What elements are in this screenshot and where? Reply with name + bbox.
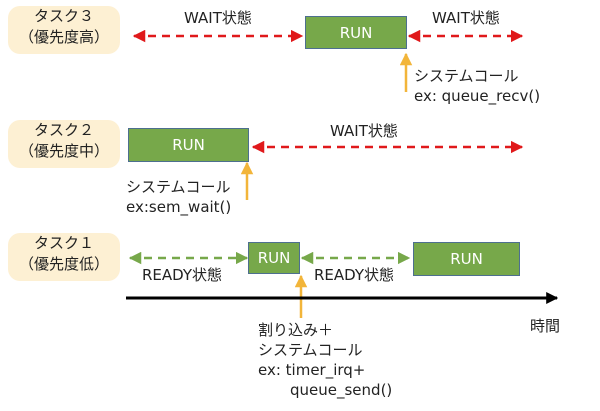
task2-syscall-line-2: ex:sem_wait(): [126, 198, 232, 216]
task1-interrupt-line-3: ex: timer_irq+: [258, 361, 366, 379]
task2-label: タスク２ （優先度中）: [8, 120, 120, 168]
task1-name: タスク１: [33, 234, 94, 252]
task1-run-label-1: RUN: [257, 249, 291, 267]
task2-wait-label: WAIT状態: [330, 122, 398, 140]
task1-run-box-2: RUN: [413, 242, 520, 276]
task2-priority: （優先度中）: [18, 142, 109, 160]
task2-run-label: RUN: [172, 136, 205, 154]
task3-run-label: RUN: [339, 23, 373, 42]
task2-syscall-line-1: システムコール: [126, 178, 231, 196]
task3-label: タスク３ （優先度高）: [8, 6, 120, 54]
task3-name: タスク３: [33, 7, 94, 25]
task1-interrupt-annotation: 割り込み＋ システムコール ex: timer_irq+ queue_send(…: [258, 320, 392, 400]
task3-wait-label-2: WAIT状態: [432, 9, 500, 27]
task1-label: タスク１ （優先度低）: [8, 233, 120, 281]
task1-ready-label-2: READY状態: [314, 266, 395, 284]
task3-wait-label-1: WAIT状態: [184, 9, 252, 27]
task1-interrupt-line-1: 割り込み＋: [258, 321, 334, 339]
task1-ready-label-1: READY状態: [142, 266, 223, 284]
task3-priority: （優先度高）: [18, 28, 109, 46]
task1-priority: （優先度低）: [18, 255, 109, 273]
task1-run-box-1: RUN: [248, 242, 300, 274]
task1-interrupt-line-4: queue_send(): [290, 381, 393, 399]
time-axis-label: 時間: [530, 317, 561, 335]
task3-syscall-line-2: ex: queue_recv(): [414, 87, 541, 105]
task3-syscall-line-1: システムコール: [414, 67, 519, 85]
task1-run-label-2: RUN: [450, 250, 483, 268]
task1-interrupt-line-2: システムコール: [258, 341, 363, 359]
task2-name: タスク２: [33, 121, 94, 139]
task3-syscall-annotation: システムコール ex: queue_recv(): [414, 66, 540, 106]
task2-syscall-annotation: システムコール ex:sem_wait(): [126, 177, 231, 217]
task3-run-box: RUN: [305, 16, 407, 49]
task2-run-box: RUN: [128, 128, 249, 162]
